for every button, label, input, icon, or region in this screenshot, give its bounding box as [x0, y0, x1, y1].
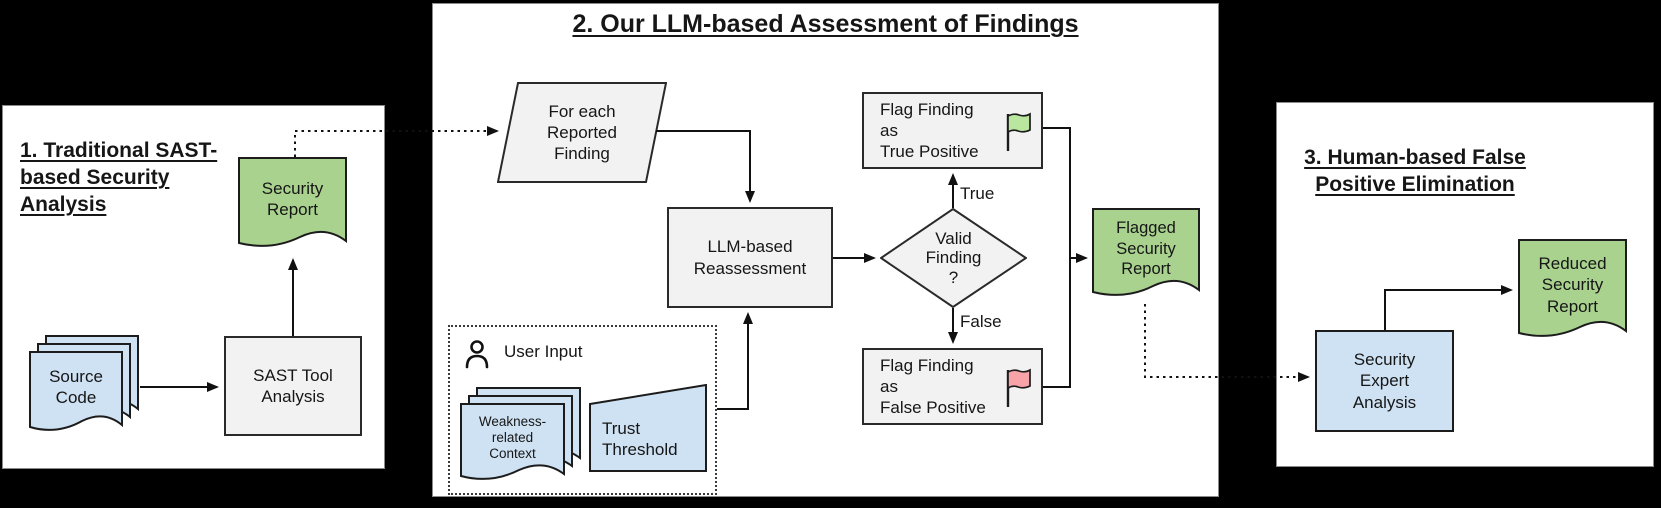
document-shape [1092, 208, 1200, 296]
weakness-context-label: Weakness- related Context [478, 413, 547, 462]
sast-tool-box: SAST Tool Analysis [224, 336, 362, 436]
parallelogram-shape [497, 82, 667, 183]
for-each-finding-label: For each Reported Finding [547, 101, 617, 164]
user-input-label: User Input [504, 342, 583, 361]
document-shape [238, 157, 347, 247]
weakness-context-stack: Weakness- related Context [460, 387, 581, 485]
security-report-doc: Security Report [238, 157, 347, 253]
panel3-title: 3. Human-based False Positive Eliminatio… [1304, 146, 1526, 196]
security-report-label: Security Report [261, 178, 324, 219]
valid-finding-diamond: Valid Finding ? [880, 208, 1027, 308]
source-code-stack: Source Code [29, 335, 139, 436]
true-branch-label: True [960, 184, 995, 203]
reduced-report-doc: Reduced Security Report [1518, 239, 1627, 343]
panel1-title: 1. Traditional SAST- based Security Anal… [20, 139, 218, 216]
sast-tool-label: SAST Tool Analysis [253, 365, 333, 406]
person-icon [465, 340, 489, 369]
green-flag-icon [1006, 112, 1031, 151]
stacked-documents-shape [29, 335, 139, 431]
flag-true-positive-label: Flag Finding as True Positive [880, 99, 979, 162]
panel2-title: 2. Our LLM-based Assessment of Findings [572, 10, 1079, 38]
flagged-report-label: Flagged Security Report [1116, 219, 1176, 279]
llm-reassessment-box: LLM-based Reassessment [667, 207, 833, 308]
flag-false-positive-box: Flag Finding as False Positive [862, 348, 1043, 425]
security-expert-label: Security Expert Analysis [1352, 350, 1417, 412]
stacked-documents-shape [460, 387, 581, 480]
llm-reassessment-label: LLM-based Reassessment [693, 237, 807, 278]
flag-false-positive-label: Flag Finding as False Positive [880, 355, 986, 418]
flagged-report-doc: Flagged Security Report [1092, 208, 1200, 302]
for-each-finding-parallelogram: For each Reported Finding [497, 82, 667, 183]
trust-threshold-card: Trust Threshold [589, 384, 707, 472]
source-code-label: Source Code [49, 366, 103, 407]
document-shape [1518, 239, 1627, 337]
reduced-report-label: Reduced Security Report [1538, 254, 1607, 316]
red-flag-icon [1006, 368, 1031, 407]
diamond-shape [880, 208, 1027, 308]
card-shape [589, 384, 707, 472]
security-expert-box: Security Expert Analysis [1315, 330, 1454, 432]
user-input-group: User Input Weakness- related Context Tru… [448, 325, 717, 495]
trust-threshold-label: Trust Threshold [602, 418, 678, 459]
false-branch-label: False [960, 312, 1002, 331]
valid-finding-label: Valid Finding ? [925, 228, 982, 287]
flag-true-positive-box: Flag Finding as True Positive [862, 92, 1043, 169]
